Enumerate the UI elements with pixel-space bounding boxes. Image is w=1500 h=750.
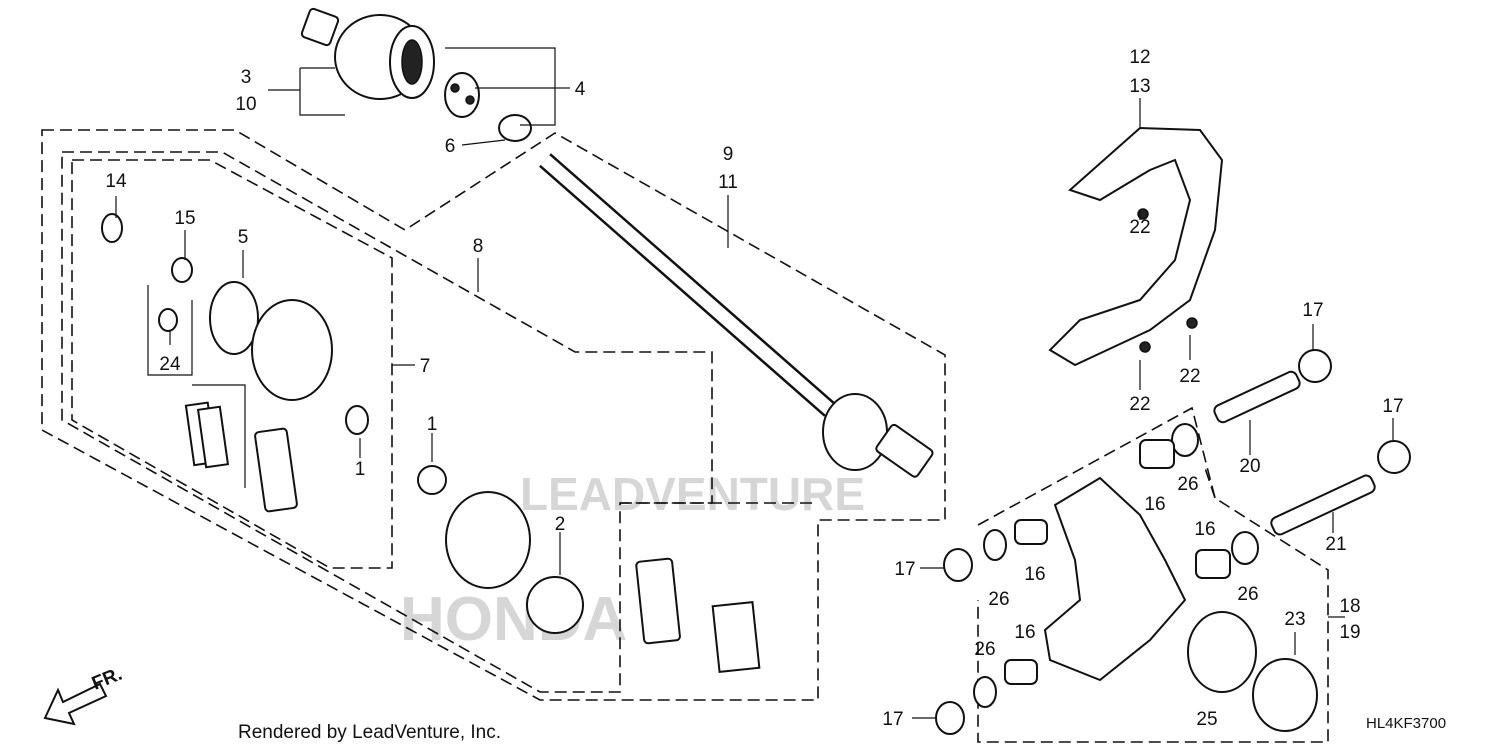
callout-15: 15: [174, 208, 195, 229]
outline-inner-kit: [61, 151, 713, 693]
callout-26d: 26: [974, 639, 995, 660]
callout-7: 7: [420, 356, 431, 377]
callout-20: 20: [1239, 456, 1260, 477]
callout-26a: 26: [1177, 474, 1198, 495]
outline-knuckle: [977, 406, 1329, 743]
callout-9: 9: [723, 144, 734, 165]
callout-numbers: 3 10 4 6 9 11 8 14 15 5 24 7 1 1 2 12 13…: [105, 47, 1403, 730]
callout-11: 11: [718, 172, 738, 193]
front-direction-arrow: FR.: [43, 664, 125, 726]
callout-16b: 16: [1194, 519, 1215, 540]
drive-shaft-part: [539, 153, 934, 478]
boot-kit-left-parts: [101, 213, 369, 513]
boot-kit-right-parts: [417, 465, 761, 674]
callout-17d: 17: [882, 709, 903, 730]
callout-16c: 16: [1024, 564, 1045, 585]
watermark-honda: HONDA: [400, 585, 627, 654]
outline-boot-kit-7: [71, 159, 393, 569]
callout-16a: 16: [1144, 494, 1165, 515]
callout-23: 23: [1284, 609, 1305, 630]
outline-outer-kit: [41, 129, 946, 701]
callout-26b: 26: [1237, 584, 1258, 605]
callout-17a: 17: [1302, 300, 1323, 321]
callout-2: 2: [555, 514, 566, 535]
group-outlines: [41, 129, 1329, 743]
callout-25: 25: [1196, 709, 1217, 730]
callout-14: 14: [105, 171, 127, 192]
callout-17c: 17: [894, 559, 915, 580]
callout-24: 24: [159, 354, 181, 375]
callout-16d: 16: [1014, 622, 1035, 643]
callout-12: 12: [1129, 47, 1150, 68]
callout-8: 8: [473, 236, 484, 257]
callout-6: 6: [445, 136, 456, 157]
watermark: LEADVENTURE HONDA: [400, 468, 865, 654]
knuckle-parts: [935, 349, 1411, 735]
callout-22c: 22: [1129, 394, 1150, 415]
callout-1a: 1: [355, 459, 366, 480]
inner-joint-part: [300, 7, 532, 142]
callout-5: 5: [238, 227, 249, 248]
callout-4: 4: [575, 79, 586, 100]
callout-10: 10: [235, 94, 256, 115]
diagram-code: HL4KF3700: [1366, 715, 1446, 732]
callout-26c: 26: [988, 589, 1009, 610]
protector-part: [1048, 126, 1224, 367]
direction-label: FR.: [89, 664, 125, 695]
footer-credit: Rendered by LeadVenture, Inc.: [238, 722, 501, 743]
callout-22a: 22: [1129, 217, 1150, 238]
watermark-leadventure: LEADVENTURE: [520, 468, 865, 520]
callout-21: 21: [1325, 534, 1346, 555]
callout-13: 13: [1129, 76, 1150, 97]
callout-22b: 22: [1179, 366, 1200, 387]
callout-17b: 17: [1382, 396, 1403, 417]
callout-18: 18: [1339, 596, 1360, 617]
leader-lines: [115, 47, 1394, 719]
callout-19: 19: [1339, 622, 1360, 643]
callout-1b: 1: [427, 414, 438, 435]
outline-knuckle-inner: [1204, 467, 1216, 499]
callout-3: 3: [241, 67, 252, 88]
